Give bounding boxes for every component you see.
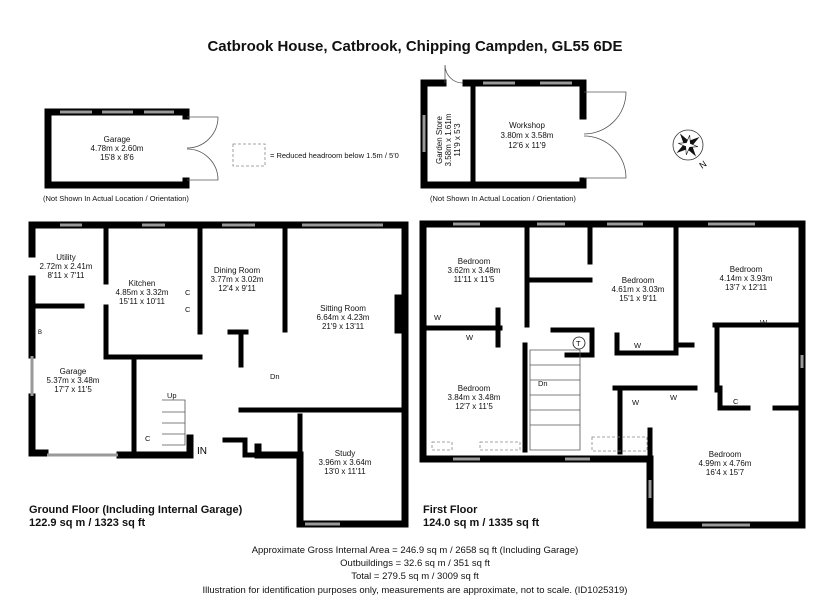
wardrobe-label: W [670, 393, 678, 402]
room-metric: 2.72m x 2.41m [40, 262, 93, 271]
cupboard-label: C [145, 434, 151, 443]
compass-icon: N [672, 129, 708, 171]
room-imperial: 11'11 x 11'5 [454, 275, 495, 284]
room-imperial: 15'11 x 10'11 [119, 297, 165, 306]
gross-area: Approximate Gross Internal Area = 246.9 … [252, 545, 579, 556]
wardrobe-label: W [434, 313, 442, 322]
page-title: Catbrook House, Catbrook, Chipping Campd… [207, 38, 622, 55]
room-imperial: 12'4 x 9'11 [218, 284, 256, 293]
wardrobe-label: W [466, 333, 474, 342]
room-metric: 3.58m x 1.61m [444, 113, 453, 166]
disclaimer: Illustration for identification purposes… [203, 585, 628, 596]
room-name: Dining Room [214, 266, 261, 275]
room-name: Garage [104, 135, 131, 144]
wardrobe-label: W [760, 318, 768, 327]
room-imperial: 11'9 x 5'3 [453, 123, 462, 157]
wardrobe-label: W [634, 341, 642, 350]
boiler-label: B [38, 330, 42, 336]
reduced-headroom-legend: = Reduced headroom below 1.5m / 5'0 [270, 151, 399, 160]
room-name: Bedroom [709, 450, 742, 459]
room-imperial: 12'7 x 11'5 [455, 402, 493, 411]
ground-floor-heading: Ground Floor (Including Internal Garage) [29, 504, 243, 516]
room-imperial: 13'7 x 12'11 [725, 283, 768, 292]
room-imperial: 17'7 x 11'5 [54, 385, 92, 394]
tank-label: T [576, 339, 581, 348]
room-metric: 3.84m x 3.48m [448, 393, 501, 402]
outbuildings-area: Outbuildings = 32.6 sq m / 351 sq ft [340, 558, 490, 569]
stairs-up-label: Up [167, 391, 177, 400]
room-metric: 4.78m x 2.60m [91, 144, 144, 153]
first-floor-area: 124.0 sq m / 1335 sq ft [423, 517, 540, 529]
room-imperial: 12'6 x 11'9 [508, 141, 546, 150]
room-metric: 4.61m x 3.03m [612, 285, 665, 294]
stairs-down-label: Dn [270, 372, 280, 381]
room-metric: 6.64m x 4.23m [317, 313, 370, 322]
room-name: Bedroom [458, 257, 491, 266]
outbuilding-workshop: Garden Store 3.58m x 1.61m 11'9 x 5'3 Wo… [420, 64, 627, 189]
room-name: Study [335, 449, 355, 458]
room-metric: 4.14m x 3.93m [720, 274, 773, 283]
room-name: Kitchen [129, 279, 156, 288]
room-name: Sitting Room [320, 304, 366, 313]
room-name: Garage [60, 367, 87, 376]
cupboard-label: C [185, 288, 191, 297]
location-note: (Not Shown In Actual Location / Orientat… [430, 194, 576, 203]
room-metric: 5.37m x 3.48m [47, 376, 100, 385]
room-name: Garden Store [435, 115, 444, 164]
entrance-label: IN [197, 446, 207, 457]
stairs-down-label: Dn [538, 379, 548, 388]
outbuilding-garage: Garage 4.78m x 2.60m 15'8 x 8'6 [44, 108, 219, 189]
room-name: Bedroom [458, 384, 491, 393]
room-metric: 4.99m x 4.76m [699, 459, 752, 468]
first-floor-heading: First Floor [423, 504, 478, 516]
room-metric: 3.80m x 3.58m [501, 131, 554, 140]
room-imperial: 8'11 x 7'11 [47, 271, 85, 280]
tank-icon [572, 336, 586, 350]
room-imperial: 13'0 x 11'11 [324, 467, 366, 476]
room-imperial: 16'4 x 15'7 [706, 468, 745, 477]
compass-north-label: N [697, 159, 708, 171]
cupboard-label: C [733, 397, 739, 406]
wardrobe-label: W [632, 398, 640, 407]
room-metric: 4.85m x 3.32m [116, 288, 169, 297]
room-name: Bedroom [622, 276, 655, 285]
reduced-headroom-legend-swatch [232, 143, 266, 167]
room-name: Workshop [509, 121, 545, 130]
room-metric: 3.62m x 3.48m [448, 266, 501, 275]
room-metric: 3.77m x 3.02m [211, 275, 264, 284]
location-note: (Not Shown In Actual Location / Orientat… [43, 194, 189, 203]
room-imperial: 15'1 x 9'11 [619, 294, 657, 303]
room-metric: 3.96m x 3.64m [319, 458, 372, 467]
total-area: Total = 279.5 sq m / 3009 sq ft [351, 571, 479, 582]
cupboard-label: C [185, 305, 191, 314]
ground-floor-area: 122.9 sq m / 1323 sq ft [29, 517, 146, 529]
room-imperial: 15'8 x 8'6 [100, 153, 134, 162]
room-name: Bedroom [730, 265, 763, 274]
room-imperial: 21'9 x 13'11 [322, 322, 365, 331]
room-name: Utility [56, 253, 76, 262]
